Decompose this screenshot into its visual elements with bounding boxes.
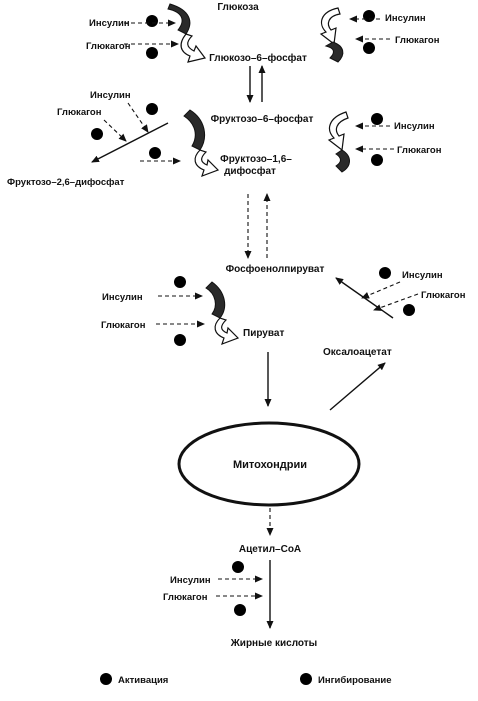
label-glucagon-3: Глюкагон	[57, 107, 102, 118]
arrow-mitochondria-to-oxaloacetate	[329, 362, 386, 411]
label-glucagon-7: Глюкагон	[163, 592, 208, 603]
node-fatty-acids: Жирные кислоты	[230, 638, 317, 649]
activation-sign-8	[232, 561, 244, 573]
activation-sign-5	[371, 154, 383, 166]
arrow-glucagon-3	[103, 119, 127, 142]
label-glucagon-6: Глюкагон	[421, 290, 466, 301]
node-fructose-16-diphosphate-line2: дифосфат	[224, 165, 276, 177]
node-fructose-6-phosphate: Фруктозо–6–фосфат	[211, 113, 314, 125]
inhibition-sign-6	[174, 334, 186, 346]
node-oxaloacetate: Оксалоацетат	[323, 347, 392, 358]
mitochondria-ellipse	[177, 421, 361, 507]
arrow-f26bp-synthesis	[91, 122, 169, 163]
node-fructose-16-diphosphate-line1: Фруктозо–1,6–	[220, 154, 292, 165]
cycle-arc-glycolysis-2	[183, 109, 206, 151]
cycle-arrow-glycolysis-1	[180, 33, 207, 63]
arrow-insulin-6	[361, 281, 401, 299]
cycle-arc-glycolysis-1	[167, 3, 191, 35]
cycle-arc-gluconeogenesis-1	[324, 41, 344, 63]
arrow-insulin-3	[127, 102, 149, 133]
cycle-arrow-glycolysis-2	[194, 149, 220, 178]
node-glucose-6-phosphate: Глюкозо–6–фосфат	[209, 52, 307, 64]
inhibition-sign-8	[234, 604, 246, 616]
node-glucose: Глюкоза	[217, 2, 259, 13]
node-pyruvate: Пируват	[243, 328, 284, 339]
label-insulin-4: Инсулин	[394, 121, 435, 132]
inhibition-sign-5	[371, 113, 383, 125]
legend-activation-icon	[100, 673, 112, 685]
inhibition-sign-3	[91, 128, 103, 140]
activation-sign-3	[146, 103, 158, 115]
cycle-arrow-pyruvate-kinase	[214, 317, 240, 346]
cycle-arrow-gluconeogenesis-1	[319, 7, 341, 46]
label-insulin-1: Инсулин	[89, 18, 130, 29]
activation-sign-7	[403, 304, 415, 316]
label-glucagon-1: Глюкагон	[86, 41, 131, 52]
cycle-arc-gluconeogenesis-2	[335, 149, 350, 173]
label-insulin-7: Инсулин	[170, 575, 211, 586]
cycle-arc-pyruvate-kinase	[205, 281, 226, 319]
activation-sign-2	[363, 42, 375, 54]
node-acetyl-coa: Ацетил–СоА	[239, 544, 301, 555]
label-insulin-2: Инсулин	[385, 13, 426, 24]
activation-sign-1	[146, 15, 158, 27]
inhibition-sign-2	[363, 10, 375, 22]
cycle-arrow-gluconeogenesis-2	[327, 111, 349, 152]
node-mitochondria: Митохондрии	[233, 459, 307, 471]
activation-sign-4	[149, 147, 161, 159]
inhibition-sign-1	[146, 47, 158, 59]
label-glucagon-2: Глюкагон	[395, 35, 440, 46]
legend-activation-label: Активация	[118, 675, 168, 686]
node-phosphoenolpyruvate: Фосфоенолпируват	[226, 263, 325, 275]
inhibition-sign-7	[379, 267, 391, 279]
label-insulin-3: Инсулин	[90, 90, 131, 101]
legend-inhibition-icon	[300, 673, 312, 685]
node-fructose-26-diphosphate: Фруктозо–2,6–дифосфат	[7, 177, 125, 188]
arrow-oxaloacetate-to-pep	[335, 277, 394, 319]
legend-inhibition-label: Ингибирование	[318, 675, 392, 686]
label-insulin-5: Инсулин	[102, 292, 143, 303]
label-glucagon-5: Глюкагон	[101, 320, 146, 331]
arrow-glucagon-6	[373, 293, 419, 311]
label-insulin-6: Инсулин	[402, 270, 443, 281]
activation-sign-6	[174, 276, 186, 288]
label-glucagon-4: Глюкагон	[397, 145, 442, 156]
